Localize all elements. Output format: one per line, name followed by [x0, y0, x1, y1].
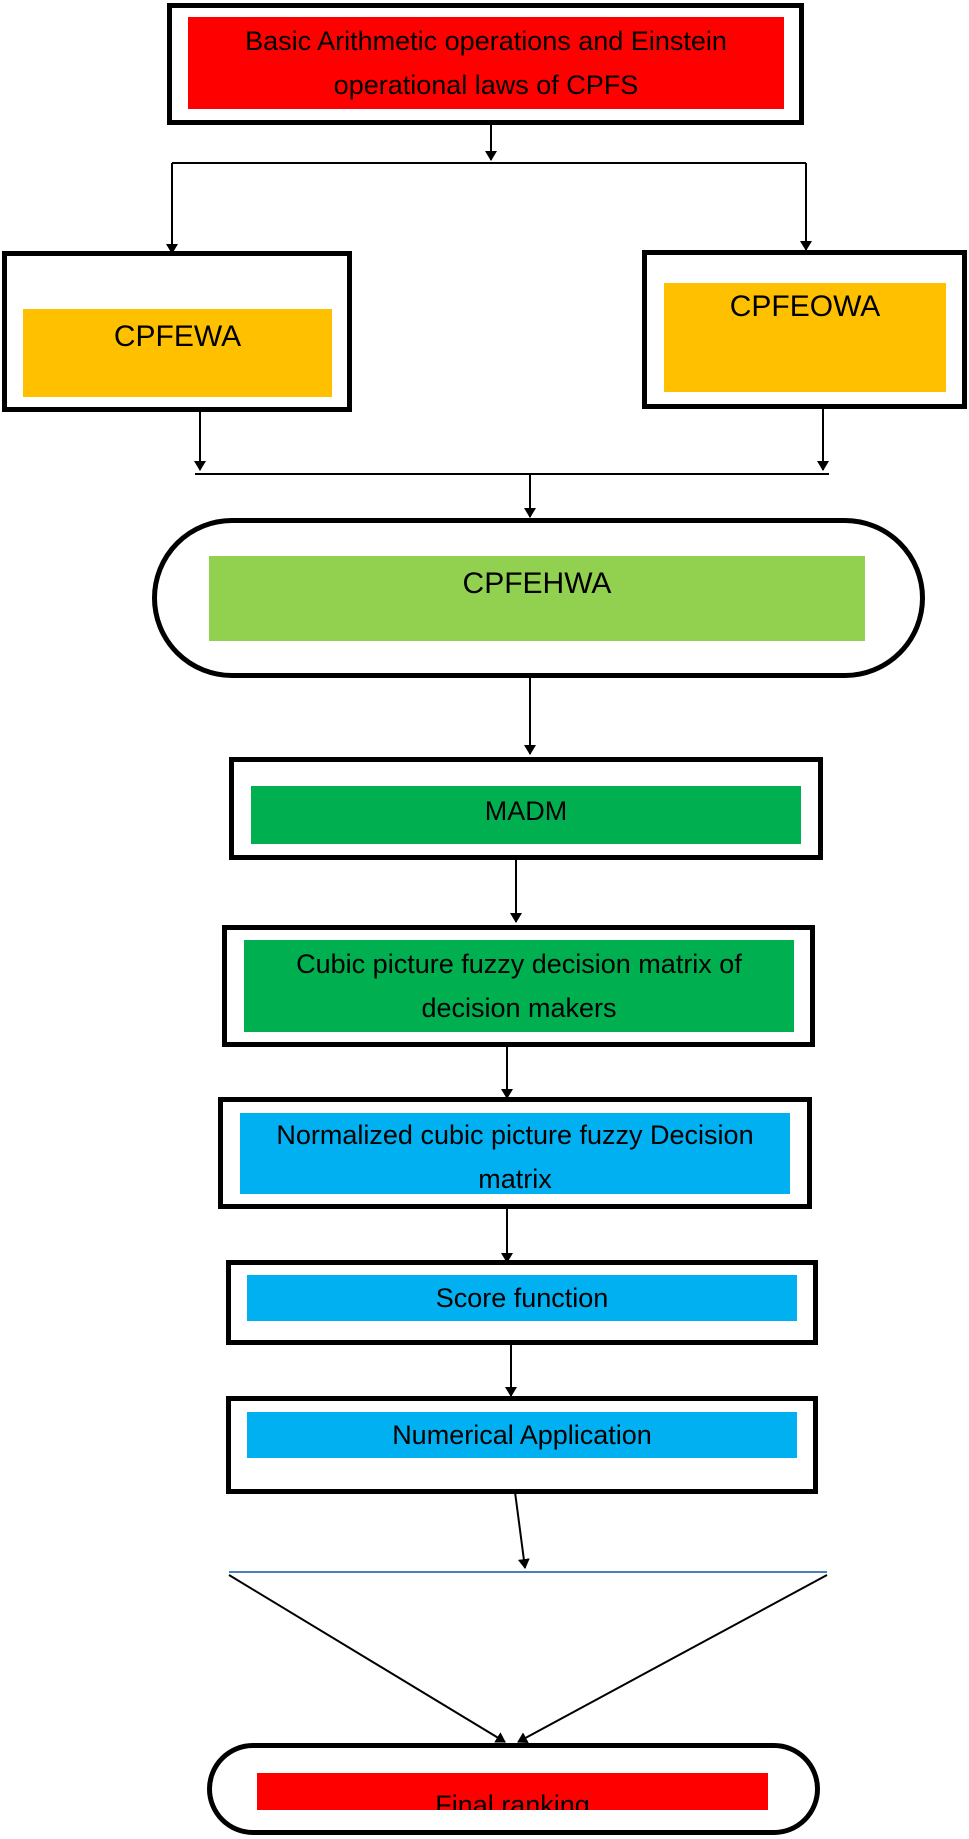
basic-arithmetic-box: Basic Arithmetic operations and Einstein… — [188, 17, 784, 109]
madm-label: MADM — [484, 796, 568, 826]
score-label: Score function — [435, 1283, 609, 1313]
basic-arithmetic-label: Basic Arithmetic operations and Einstein… — [245, 26, 727, 100]
arrow-left-to-final — [228, 1574, 506, 1743]
final-ranking-box: Final ranking — [257, 1773, 768, 1810]
arrow-right-to-final — [517, 1574, 828, 1743]
cpfewa-box: CPFEWA — [23, 309, 332, 397]
cpfewa-label: CPFEWA — [113, 320, 242, 353]
decision-matrix-label: Cubic picture fuzzy decision matrix of d… — [296, 949, 742, 1023]
decision-matrix-box: Cubic picture fuzzy decision matrix of d… — [244, 940, 794, 1032]
cpfehwa-label: CPFEHWA — [462, 567, 612, 600]
normalized-box: Normalized cubic picture fuzzy Decision … — [240, 1113, 790, 1194]
normalized-label: Normalized cubic picture fuzzy Decision … — [276, 1120, 754, 1194]
cpfeowa-label: CPFEOWA — [729, 290, 881, 323]
numerical-label: Numerical Application — [392, 1420, 652, 1450]
numerical-box: Numerical Application — [247, 1412, 797, 1458]
arrow-numerical-to-divider — [514, 1491, 530, 1569]
cpfehwa-box: CPFEHWA — [209, 556, 865, 641]
madm-box: MADM — [251, 786, 801, 844]
score-box: Score function — [247, 1275, 797, 1321]
cpfeowa-box: CPFEOWA — [664, 283, 946, 392]
final-ranking-label: Final ranking — [435, 1790, 590, 1810]
